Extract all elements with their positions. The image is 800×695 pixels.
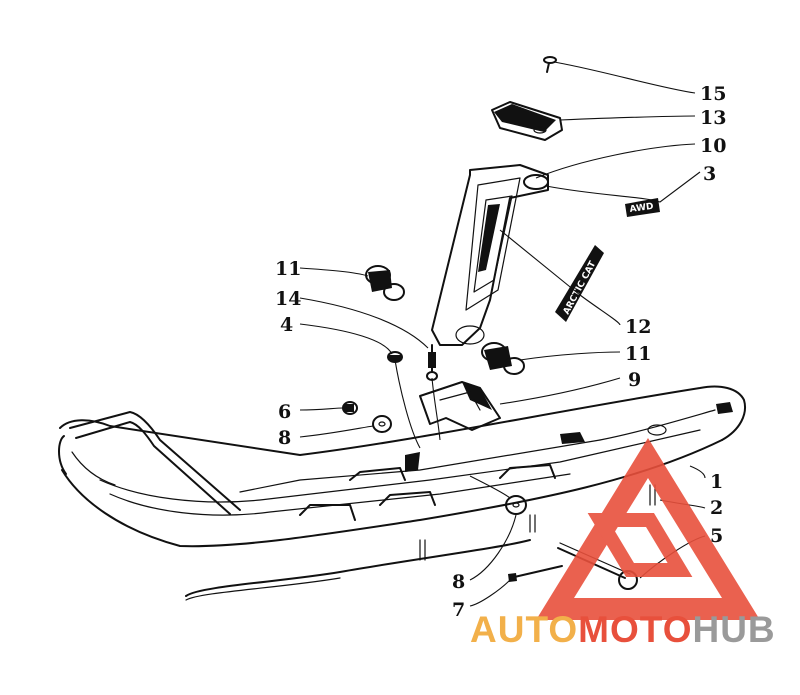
callout-4: 4	[280, 314, 293, 336]
decal-arctic-cat-text: ARCTIC CAT	[562, 259, 599, 316]
ski-body	[58, 385, 746, 601]
callout-2: 2	[710, 497, 723, 519]
watermark-triangle-icon	[536, 438, 760, 620]
callout-8-upper: 8	[278, 427, 291, 449]
watermark-part-auto: AUTO	[470, 609, 578, 650]
callout-14: 14	[275, 288, 301, 310]
decal-awd-text: AWD	[629, 202, 654, 215]
watermark-text: AUTOMOTOHUB	[470, 609, 776, 650]
callout-7: 7	[452, 599, 465, 621]
callout-labels: 15 13 10 3 11 14 4 12 11 9 6 8 1 2 5 8 7	[275, 83, 726, 621]
screw-15	[543, 56, 557, 73]
rod-7	[508, 565, 563, 582]
callout-9: 9	[628, 369, 641, 391]
saddle-9	[419, 381, 501, 431]
callout-10: 10	[700, 135, 726, 157]
callout-12: 12	[625, 316, 651, 338]
svg-text:AUTOMOTOHUB: AUTOMOTOHUB	[470, 609, 776, 650]
callout-11-lower: 11	[625, 343, 651, 365]
washer-8-lower	[505, 495, 527, 515]
decal-arctic-cat: ARCTIC CAT	[555, 245, 604, 322]
callout-6: 6	[278, 401, 291, 423]
callout-5: 5	[710, 525, 723, 547]
callout-3: 3	[703, 163, 716, 185]
bushing-11-upper	[365, 265, 405, 301]
watermark-part-hub: HUB	[692, 609, 775, 650]
washer-8-upper	[372, 415, 392, 433]
bushing-11-lower	[481, 342, 525, 375]
watermark-logo	[536, 438, 760, 620]
washer-6	[342, 401, 358, 415]
callout-1: 1	[710, 471, 723, 493]
callout-11-upper: 11	[275, 258, 301, 280]
bolt-14	[426, 344, 438, 381]
spindle	[431, 164, 549, 346]
callout-15: 15	[700, 83, 726, 105]
watermark-part-moto: MOTO	[578, 609, 692, 650]
decal-awd: AWD	[625, 198, 660, 217]
callout-13: 13	[700, 107, 726, 129]
steering-arm	[491, 101, 563, 141]
callout-8-lower: 8	[452, 571, 465, 593]
